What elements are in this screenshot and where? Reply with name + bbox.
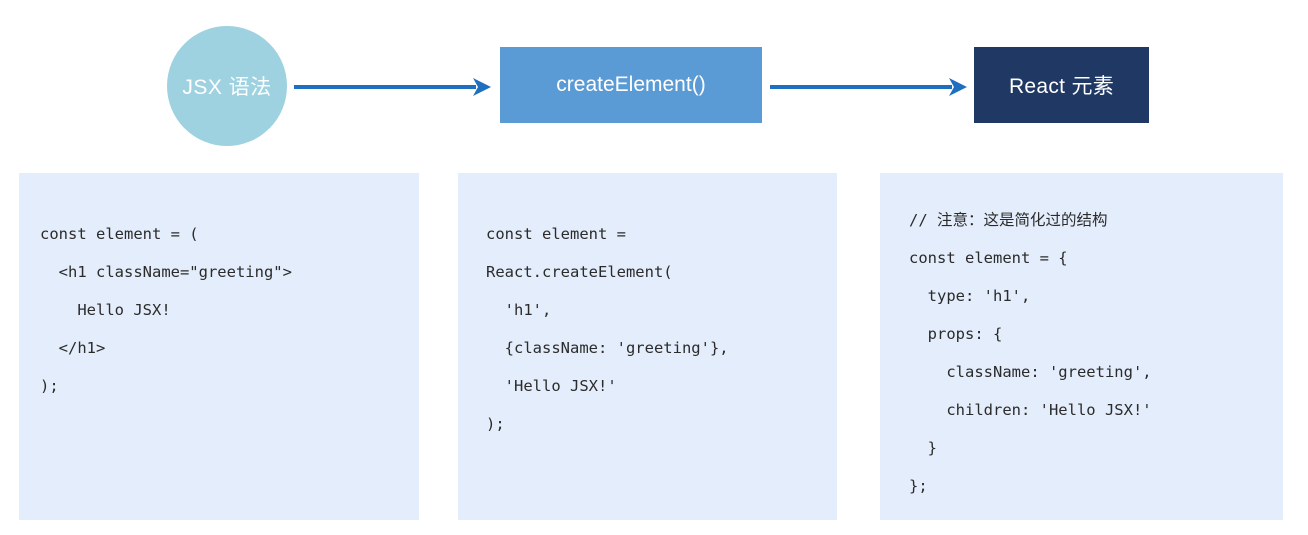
- arrow-jsx-to-createelement-icon: [294, 78, 491, 96]
- code-line: {className: 'greeting'},: [486, 339, 729, 357]
- arrow-createelement-to-reactelement-icon: [770, 78, 967, 96]
- code-line: type: 'h1',: [909, 287, 1031, 305]
- code-panel-createelement-call: const element = React.createElement( 'h1'…: [458, 173, 837, 520]
- code-panel-jsx-source: const element = ( <h1 className="greetin…: [19, 173, 419, 520]
- code-line: }: [909, 439, 937, 457]
- node-create-element-label: createElement(): [556, 73, 706, 96]
- code-line: );: [40, 377, 59, 395]
- code-line: );: [486, 415, 505, 433]
- node-jsx-syntax-label: JSX 语法: [182, 76, 272, 99]
- code-line: 'h1',: [486, 301, 552, 319]
- code-line: const element = {: [909, 249, 1068, 267]
- code-line: };: [909, 477, 928, 495]
- code-line: className: 'greeting',: [909, 363, 1152, 381]
- code-line: children: 'Hello JSX!': [909, 401, 1152, 419]
- code-line: props: {: [909, 325, 1003, 343]
- node-create-element: createElement(): [500, 47, 762, 123]
- node-jsx-syntax: JSX 语法: [167, 26, 287, 146]
- node-react-element: React 元素: [974, 47, 1149, 123]
- code-line: <h1 className="greeting">: [40, 263, 292, 281]
- code-block-jsx-source: const element = ( <h1 className="greetin…: [19, 173, 419, 405]
- code-panel-react-element-object: // 注意：这是简化过的结构 const element = { type: 'h…: [880, 173, 1283, 520]
- code-line: 'Hello JSX!': [486, 377, 617, 395]
- code-line: // 注意：这是简化过的结构: [909, 211, 1108, 229]
- code-line: const element =: [486, 225, 626, 243]
- code-block-createelement-call: const element = React.createElement( 'h1'…: [458, 173, 837, 443]
- code-block-react-element-object: // 注意：这是简化过的结构 const element = { type: 'h…: [880, 173, 1283, 505]
- code-line: React.createElement(: [486, 263, 673, 281]
- code-line: const element = (: [40, 225, 199, 243]
- flow-diagram: JSX 语法 createElement() React 元素: [0, 0, 1308, 160]
- node-react-element-label: React 元素: [1008, 75, 1115, 98]
- code-line: </h1>: [40, 339, 106, 357]
- code-line: Hello JSX!: [40, 301, 171, 319]
